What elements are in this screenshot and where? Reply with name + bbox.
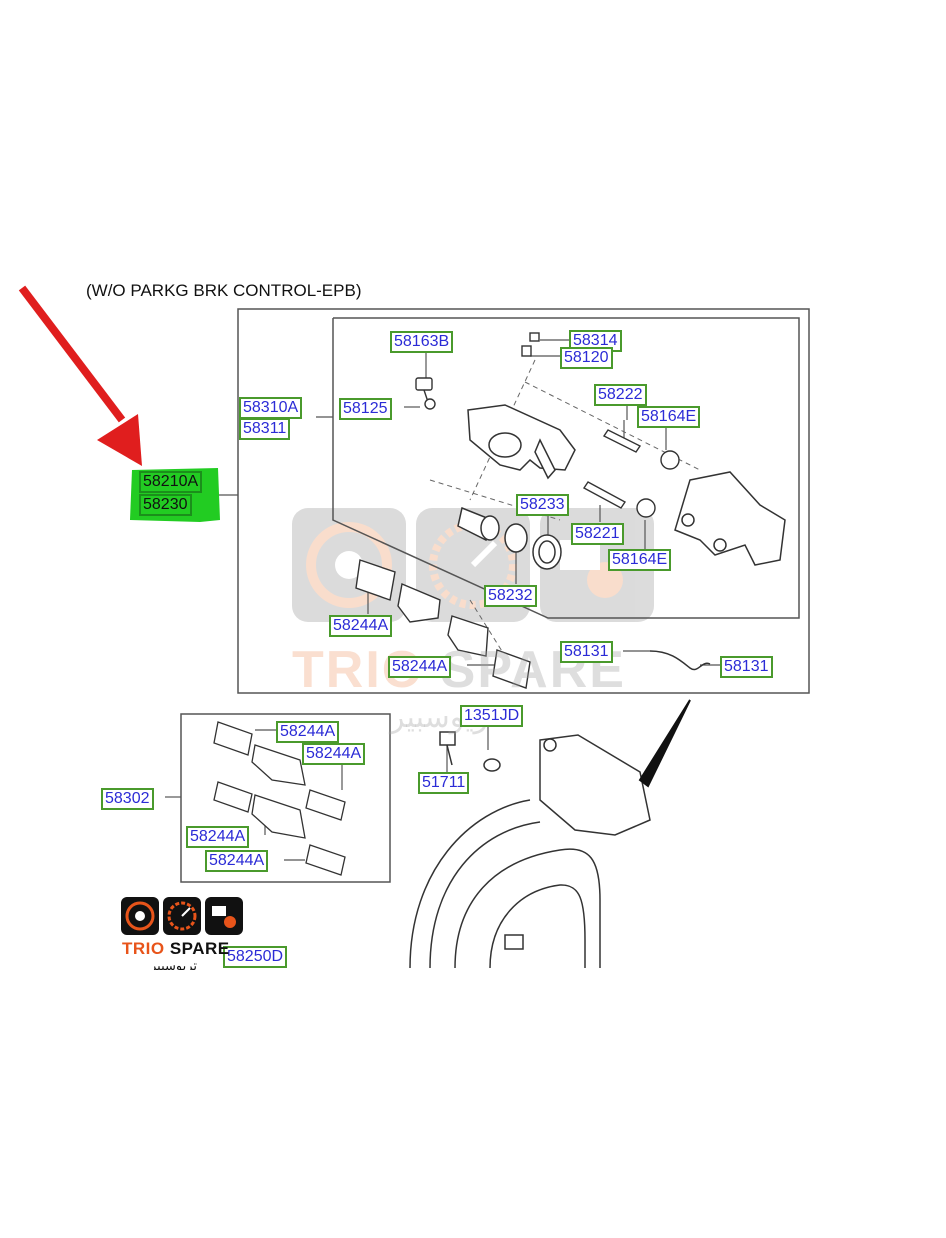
caliper-body	[467, 404, 576, 480]
part-label[interactable]: 58131	[560, 641, 613, 663]
part-label[interactable]: 58302	[101, 788, 154, 810]
part-label[interactable]: 58125	[339, 398, 392, 420]
pad-kit-drawing	[213, 721, 346, 876]
part-label[interactable]: 58250D	[223, 946, 288, 968]
part-label[interactable]: 58244A	[205, 850, 269, 872]
part-label[interactable]: 58244A	[302, 743, 366, 765]
part-label[interactable]: 58244A	[388, 656, 452, 678]
brand-logo-arabic: تريوسبير	[150, 958, 198, 973]
part-label[interactable]: 58310A	[239, 397, 303, 419]
piston-group	[457, 506, 562, 570]
part-label[interactable]: 58244A	[276, 721, 340, 743]
pad-kit-frame	[180, 713, 391, 883]
part-label[interactable]: 58120	[560, 347, 613, 369]
caliper-kit-frame	[332, 317, 800, 619]
brand-logo-icons	[121, 897, 243, 935]
part-label[interactable]: 58221	[571, 523, 624, 545]
diagram-title: (W/O PARKG BRK CONTROL-EPB)	[86, 281, 362, 300]
part-label[interactable]: 51711	[418, 772, 470, 794]
selected-part-label-2[interactable]: 58230	[139, 494, 192, 516]
caliper-installed	[439, 731, 651, 836]
part-label[interactable]: 58233	[516, 494, 569, 516]
selected-part-label-1[interactable]: 58210A	[139, 471, 203, 493]
red-arrow	[18, 285, 142, 466]
backing-plate	[409, 799, 601, 969]
part-label[interactable]: 58232	[484, 585, 537, 607]
watermark-brand: TRIO SPARE	[292, 641, 626, 699]
caliper-assembly-frame	[237, 308, 810, 694]
part-label[interactable]: 58131	[720, 656, 773, 678]
part-label[interactable]: 58244A	[329, 615, 393, 637]
part-label[interactable]: 58164E	[637, 406, 701, 428]
part-label[interactable]: 58163B	[390, 331, 454, 353]
part-label[interactable]: 58311	[239, 418, 291, 440]
brand-logo-text: TRIO SPARE	[122, 939, 230, 958]
pads-upper	[355, 559, 531, 689]
carrier-bracket	[674, 471, 786, 566]
page-bottom-blank	[0, 970, 946, 1238]
part-label[interactable]: 58164E	[608, 549, 672, 571]
part-label[interactable]: 58244A	[186, 826, 250, 848]
part-label[interactable]: 1351JD	[460, 705, 524, 727]
part-label[interactable]: 58222	[594, 384, 647, 406]
